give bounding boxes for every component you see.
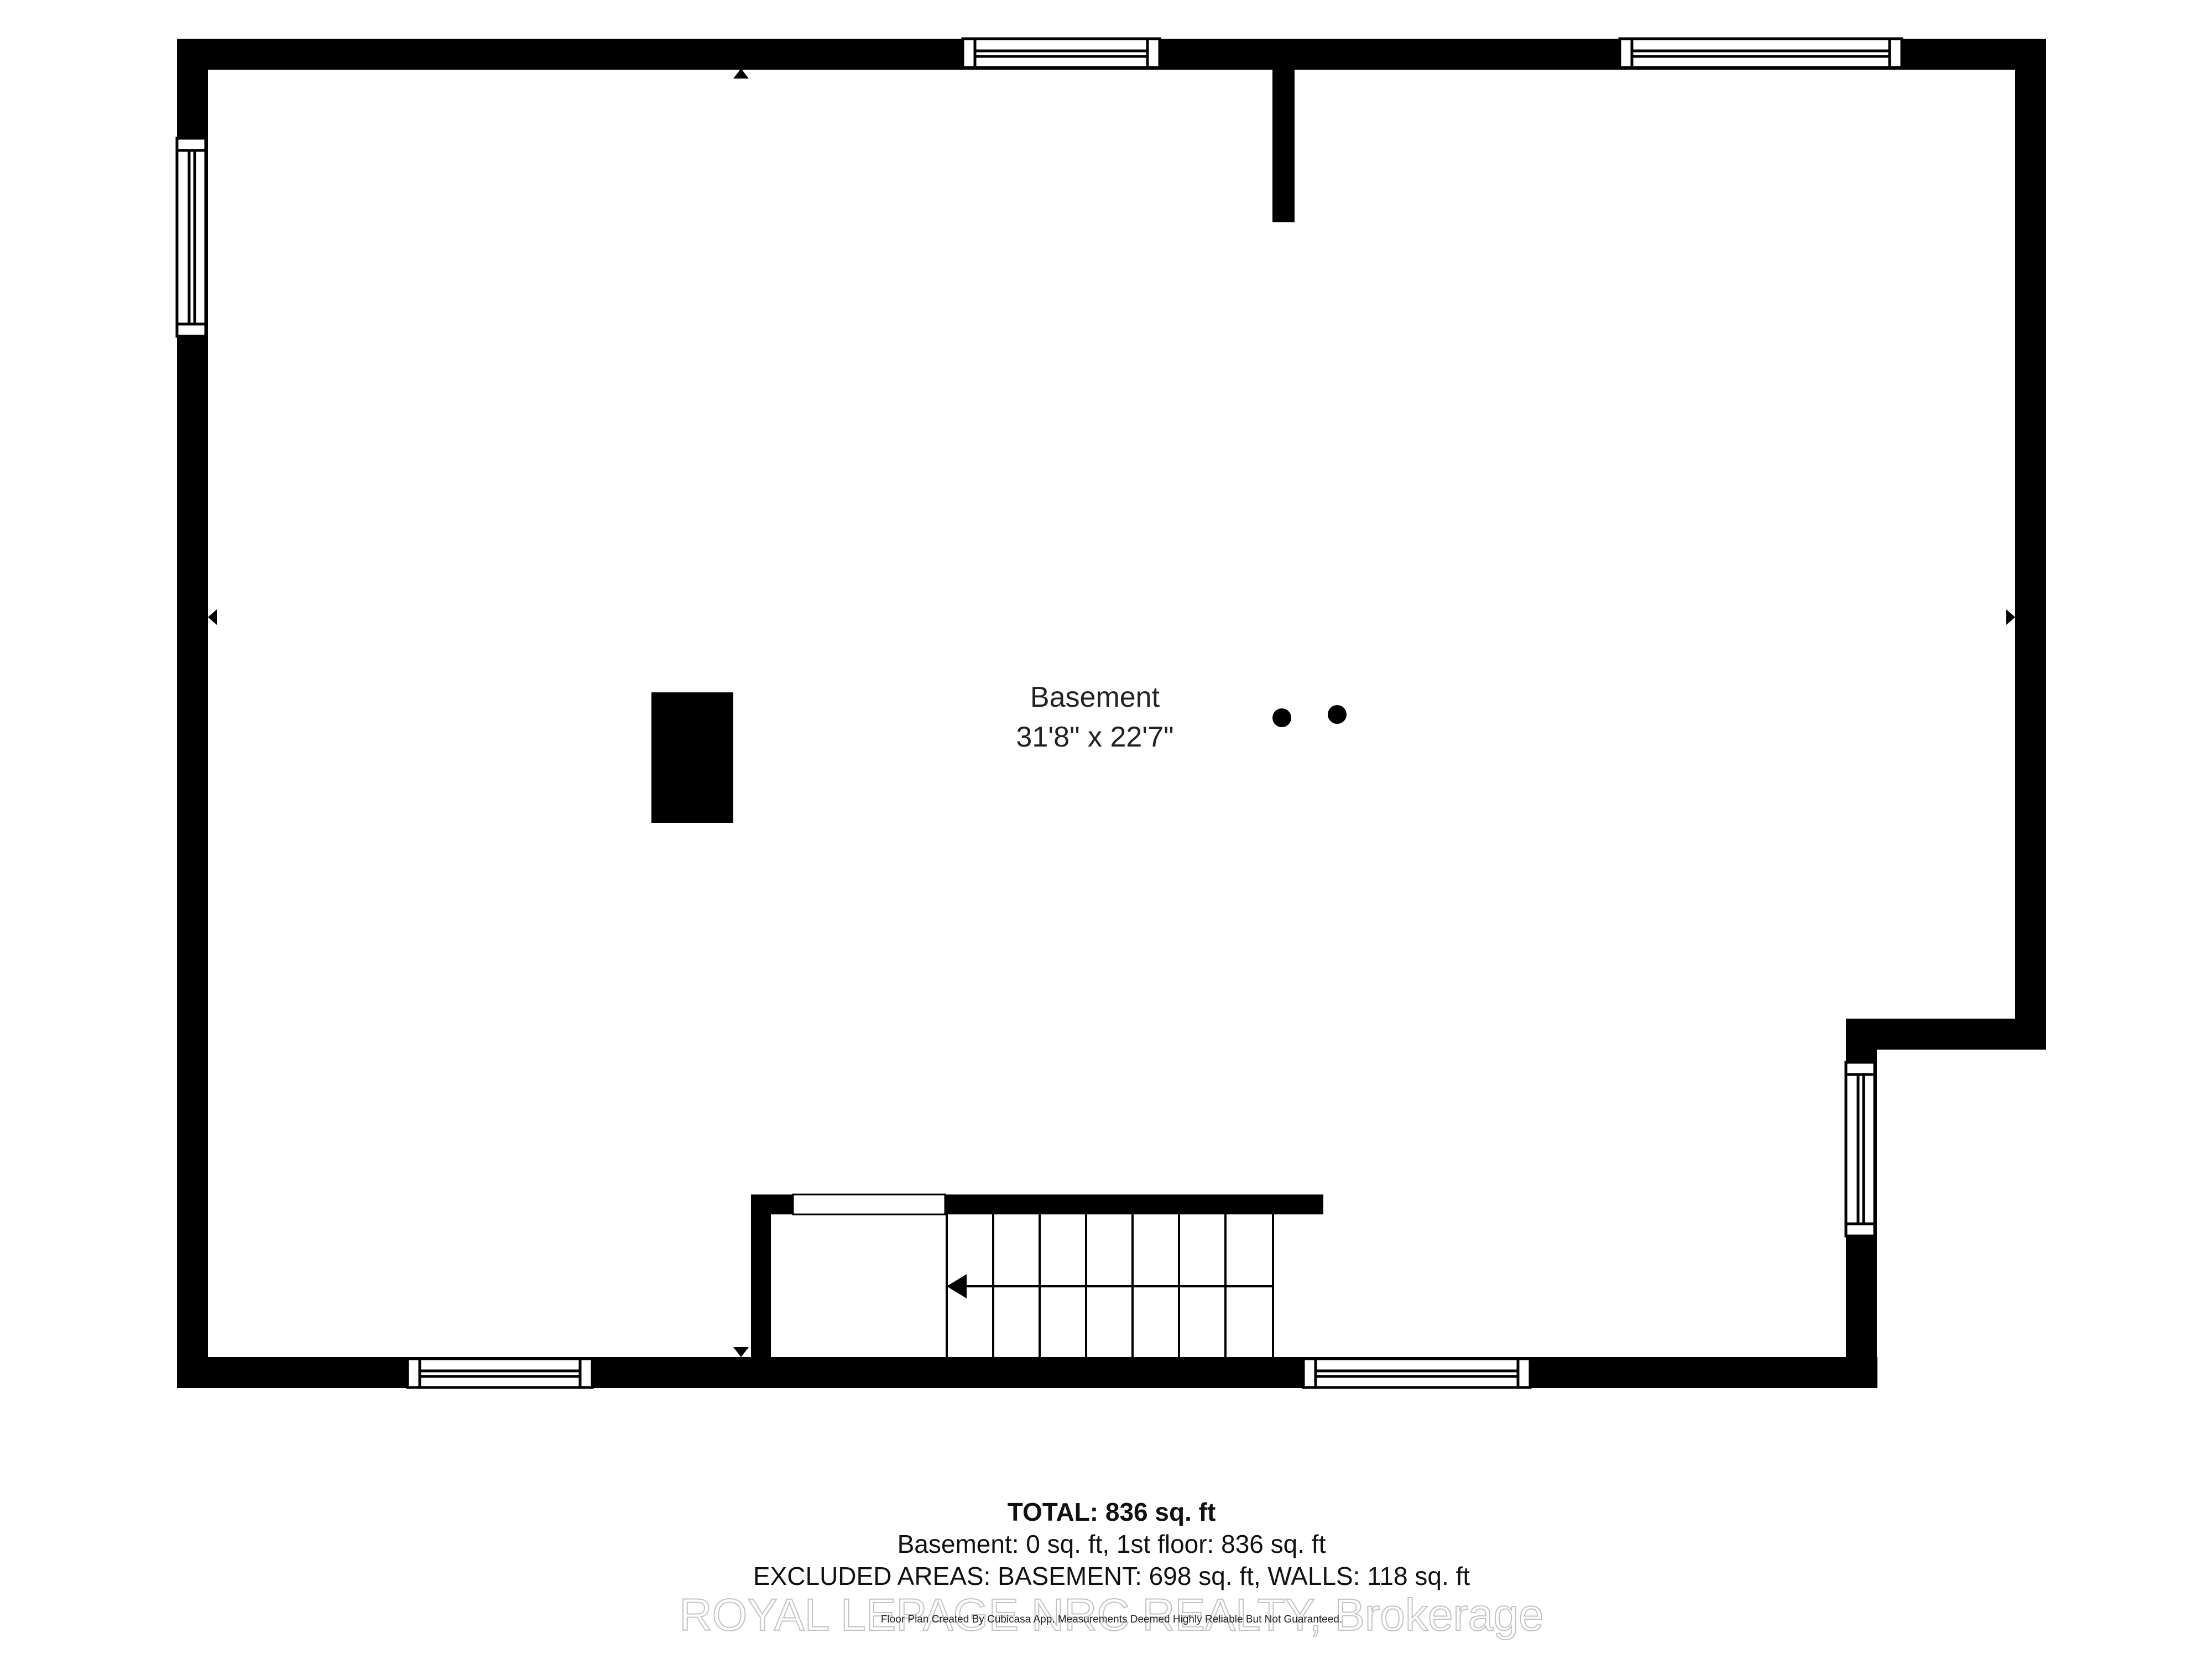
window-top-2 [1618, 37, 1903, 69]
total-area: TOTAL: 836 sq. ft [1008, 1498, 1216, 1526]
window-left [175, 137, 207, 338]
marker-right-icon [2006, 609, 2015, 625]
wall-right-upper [2015, 39, 2046, 1050]
stair-direction-arrow-icon [947, 1274, 967, 1298]
room-dimensions: 31'8" x 22'7" [1016, 721, 1173, 753]
window-bottom-1 [406, 1357, 594, 1389]
stair-wall-top-left [751, 1194, 793, 1214]
partition-wall [1272, 66, 1295, 222]
wall-step [1846, 1019, 2046, 1050]
window-top-1 [961, 37, 1161, 69]
marker-top-icon [733, 69, 749, 79]
stair-opening [792, 1193, 946, 1215]
window-right [1844, 1061, 1876, 1238]
dimension-markers [208, 69, 2015, 1357]
stair-enclosure [751, 1193, 1323, 1360]
support-post-1 [1272, 708, 1291, 727]
watermark: ROYAL LEPAGE NRC REALTY, Brokerage [679, 1590, 1543, 1640]
excluded-areas: EXCLUDED AREAS: BASEMENT: 698 sq. ft, WA… [753, 1562, 1470, 1590]
exterior-walls [177, 39, 2046, 1388]
staircase [946, 1214, 1274, 1358]
floor-plan-credit: Floor Plan Created By Cubicasa App. Meas… [881, 1614, 1342, 1625]
area-breakdown: Basement: 0 sq. ft, 1st floor: 836 sq. f… [898, 1530, 1326, 1558]
chimney-block [651, 692, 733, 823]
stair-wall-top-right [945, 1194, 1323, 1214]
marker-bottom-icon [733, 1347, 749, 1357]
stair-wall-left [751, 1194, 771, 1360]
window-bottom-2 [1302, 1357, 1532, 1389]
marker-left-icon [208, 609, 217, 625]
room-name: Basement [1030, 681, 1160, 713]
windows [175, 37, 1903, 1389]
support-post-2 [1328, 705, 1347, 724]
